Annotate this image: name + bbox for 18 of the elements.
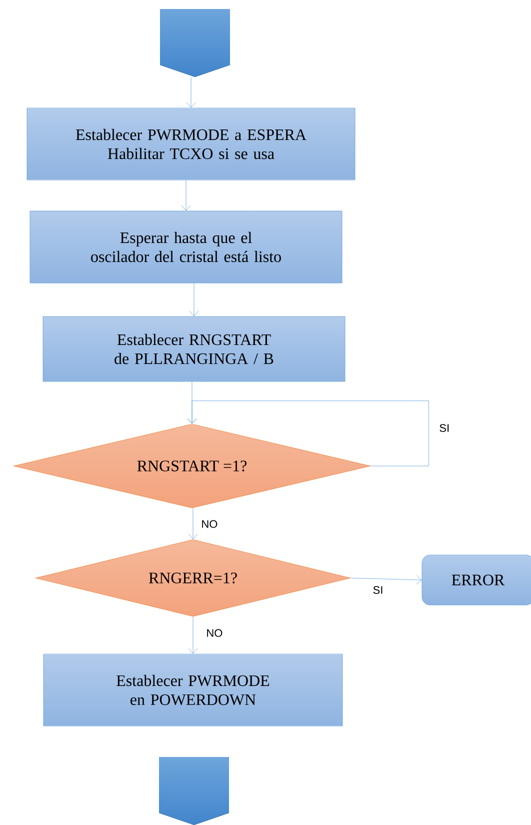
arrow (189, 283, 199, 316)
off-page-connector (160, 9, 230, 77)
edge-label: NO (205, 628, 224, 638)
terminal-box: ERROR (422, 554, 531, 606)
off-page-connector (159, 757, 229, 825)
process-box: Establecer PWRMODE en POWERDOWN (43, 654, 343, 726)
arrow (350, 575, 422, 585)
process-box: Establecer RNGSTART de PLLRANGINGA / B (42, 316, 346, 382)
process-box: Esperar hasta que el oscilador del cristal está listo (30, 210, 342, 284)
arrow (187, 400, 429, 466)
edge-label: NO (200, 519, 219, 529)
arrow (181, 180, 191, 211)
edge-label: SI (438, 423, 451, 433)
edge-label: SI (372, 585, 384, 595)
arrow (188, 508, 198, 540)
arrow (188, 616, 198, 654)
process-box: Establecer PWRMODE a ESPERA Habilitar TCXO si se usa (26, 108, 356, 180)
arrow (186, 77, 196, 108)
